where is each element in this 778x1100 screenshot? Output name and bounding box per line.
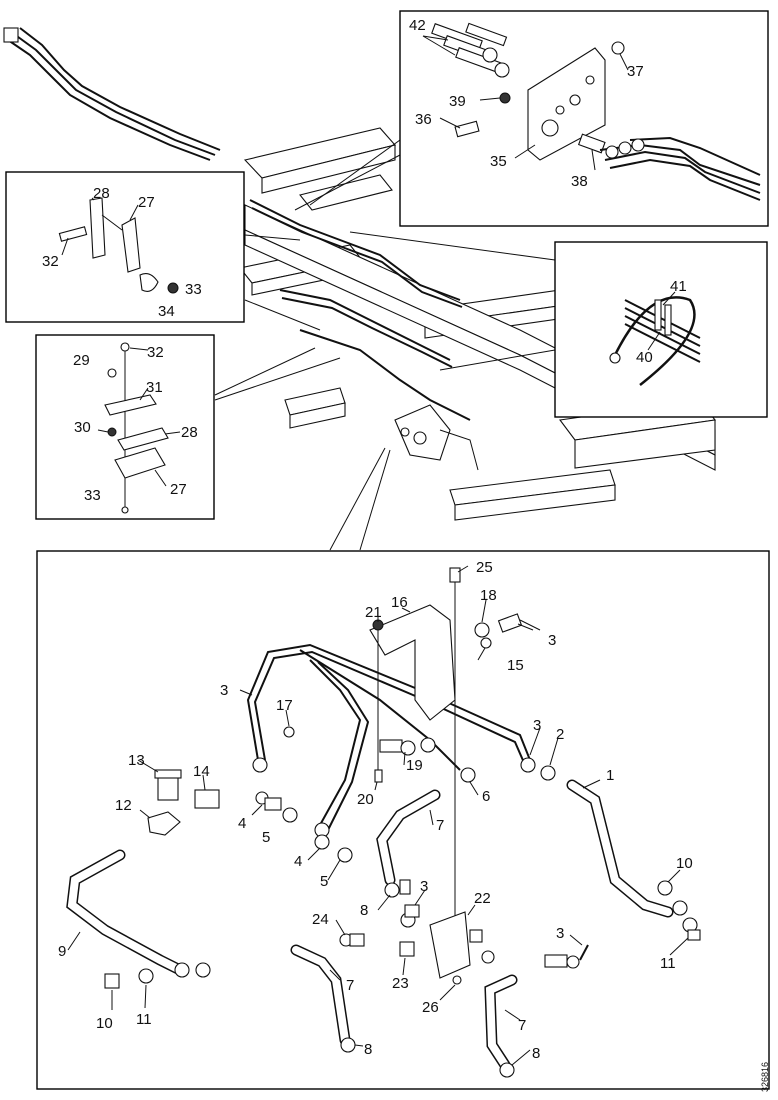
callout-32-a: 32 [42, 253, 59, 270]
callout-29: 29 [73, 352, 90, 369]
callout-15: 15 [507, 657, 524, 674]
bolt-group [431, 22, 510, 78]
callout-30: 30 [74, 419, 91, 436]
callout-8-a: 8 [360, 902, 368, 919]
callout-5-b: 5 [320, 873, 328, 890]
callout-13: 13 [128, 752, 145, 769]
callout-11-a: 11 [660, 955, 676, 972]
callout-28-a: 28 [93, 185, 110, 202]
callout-7-c: 7 [518, 1017, 526, 1034]
callout-3-d: 3 [420, 878, 428, 895]
callout-21: 21 [365, 604, 382, 621]
callout-6: 6 [482, 788, 490, 805]
callout-14: 14 [193, 763, 210, 780]
callout-5-a: 5 [262, 829, 270, 846]
main-detail-box: 25 21 16 18 3 15 3 17 3 2 1 13 14 19 12 … [36, 550, 770, 1090]
callout-23: 23 [392, 975, 409, 992]
callout-41: 41 [670, 278, 687, 295]
callout-20: 20 [357, 791, 374, 808]
callout-3-b: 3 [220, 682, 228, 699]
callout-35: 35 [490, 153, 507, 170]
callout-33-a: 33 [185, 281, 202, 298]
callout-25: 25 [476, 559, 493, 576]
callout-10-b: 10 [96, 1015, 113, 1032]
junction-block [429, 911, 471, 979]
callout-9: 9 [58, 943, 66, 960]
callout-7-b: 7 [346, 977, 354, 994]
callout-42: 42 [409, 17, 426, 34]
callout-31: 31 [146, 379, 163, 396]
callout-40: 40 [636, 349, 653, 366]
document-code: 326816 [760, 1062, 770, 1092]
top-right-detail-box: 42 37 39 36 35 38 [399, 10, 769, 227]
callout-18: 18 [480, 587, 497, 604]
callout-3-e: 3 [556, 925, 564, 942]
callout-7-a: 7 [436, 817, 444, 834]
callout-12: 12 [115, 797, 132, 814]
right-clip-detail-box: 41 40 [554, 241, 768, 418]
callout-27-a: 27 [138, 194, 155, 211]
left-stack-detail-box: 32 29 31 30 28 33 27 [35, 334, 215, 520]
left-clamp-detail-box: 28 27 32 33 34 [5, 171, 245, 323]
callout-27-b: 27 [170, 481, 187, 498]
callout-3-a: 3 [548, 632, 556, 649]
main-leader-lines [67, 565, 689, 1066]
callout-38: 38 [571, 173, 588, 190]
fitting-4-5-upper [255, 791, 298, 823]
callout-39: 39 [449, 93, 466, 110]
callout-16: 16 [391, 594, 408, 611]
callout-2: 2 [556, 726, 564, 743]
callout-26: 26 [422, 999, 439, 1016]
callout-36: 36 [415, 111, 432, 128]
callout-3-c: 3 [533, 717, 541, 734]
callout-4-a: 4 [238, 815, 246, 832]
callout-19: 19 [406, 757, 423, 774]
callout-1: 1 [606, 767, 614, 784]
callout-8-c: 8 [532, 1045, 540, 1062]
callout-10-a: 10 [676, 855, 693, 872]
callout-34: 34 [158, 303, 175, 320]
fitting-19 [379, 737, 436, 756]
callout-17: 17 [276, 697, 293, 714]
callout-22: 22 [474, 890, 491, 907]
callout-37: 37 [627, 63, 644, 80]
callout-4-b: 4 [294, 853, 302, 870]
callout-8-b: 8 [364, 1041, 372, 1058]
callout-24: 24 [312, 911, 329, 928]
callout-11-b: 11 [136, 1011, 152, 1028]
leader-lines [214, 139, 556, 551]
callout-33-b: 33 [84, 487, 101, 504]
bracket [369, 604, 456, 721]
callout-28-b: 28 [181, 424, 198, 441]
callout-32-b: 32 [147, 344, 164, 361]
